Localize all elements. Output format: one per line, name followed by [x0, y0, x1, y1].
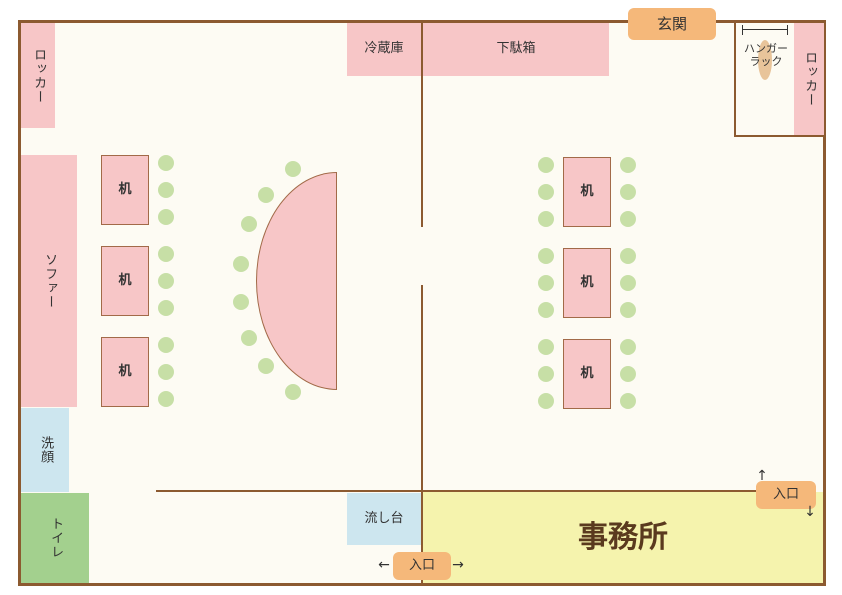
chair [538, 302, 554, 318]
closet-wall-horizontal [734, 135, 824, 137]
entrance-right-badge: 入口 [756, 481, 816, 509]
chair [285, 384, 301, 400]
desk-left-2: 机 [101, 246, 149, 316]
chair [538, 248, 554, 264]
chair [233, 256, 249, 272]
desk-right-3: 机 [563, 339, 611, 409]
entrance-badge: 玄関 [628, 8, 716, 40]
chair [158, 246, 174, 262]
desk-left-3: 机 [101, 337, 149, 407]
chair [538, 275, 554, 291]
sofa: ソファー [21, 155, 77, 407]
hanger-rack-right-post [787, 25, 788, 35]
office-wall [156, 490, 756, 492]
chair [258, 358, 274, 374]
chair [620, 393, 636, 409]
toilet: トイレ [21, 493, 89, 583]
locker-right: ロッカー [794, 23, 824, 135]
hanger-rack-left-post [742, 25, 743, 35]
chair [241, 216, 257, 232]
entrance-bottom-badge: 入口 [393, 552, 451, 580]
closet-wall-vertical [734, 22, 736, 136]
chair [620, 275, 636, 291]
chair [285, 161, 301, 177]
partition-wall-lower [421, 285, 423, 585]
sink: 流し台 [347, 493, 421, 545]
chair [538, 211, 554, 227]
locker-left: ロッカー [21, 23, 55, 128]
washbasin: 洗顔 [21, 408, 69, 492]
chair [620, 302, 636, 318]
hanger-rack-label: ハンガーラック [744, 42, 788, 68]
arrow-down-icon: ↓ [804, 504, 816, 521]
chair [158, 391, 174, 407]
arrow-up-icon: ↑ [756, 468, 768, 485]
partition-wall-upper [421, 22, 423, 227]
chair [158, 364, 174, 380]
chair [233, 294, 249, 310]
chair [620, 211, 636, 227]
chair [620, 366, 636, 382]
chair [538, 393, 554, 409]
chair [538, 184, 554, 200]
chair [620, 339, 636, 355]
chair [620, 184, 636, 200]
chair [258, 187, 274, 203]
arrow-right-icon: → [452, 557, 464, 574]
chair [538, 157, 554, 173]
half-round-table-edge [336, 172, 337, 390]
hanger-rack-pole [758, 40, 772, 80]
chair [158, 300, 174, 316]
hanger-rack: ハンガーラック [740, 25, 790, 100]
chair [158, 209, 174, 225]
chair [158, 155, 174, 171]
shoe-box: 下駄箱 [423, 23, 609, 76]
chair [620, 157, 636, 173]
office-room: 事務所 [423, 492, 823, 583]
arrow-left-icon: ← [378, 557, 390, 574]
chair [538, 366, 554, 382]
desk-right-1: 机 [563, 157, 611, 227]
hanger-rack-top-rail [742, 29, 788, 30]
chair [158, 182, 174, 198]
chair [538, 339, 554, 355]
chair [158, 273, 174, 289]
chair [241, 330, 257, 346]
desk-right-2: 机 [563, 248, 611, 318]
chair [620, 248, 636, 264]
chair [158, 337, 174, 353]
desk-left-1: 机 [101, 155, 149, 225]
fridge: 冷蔵庫 [347, 23, 421, 76]
